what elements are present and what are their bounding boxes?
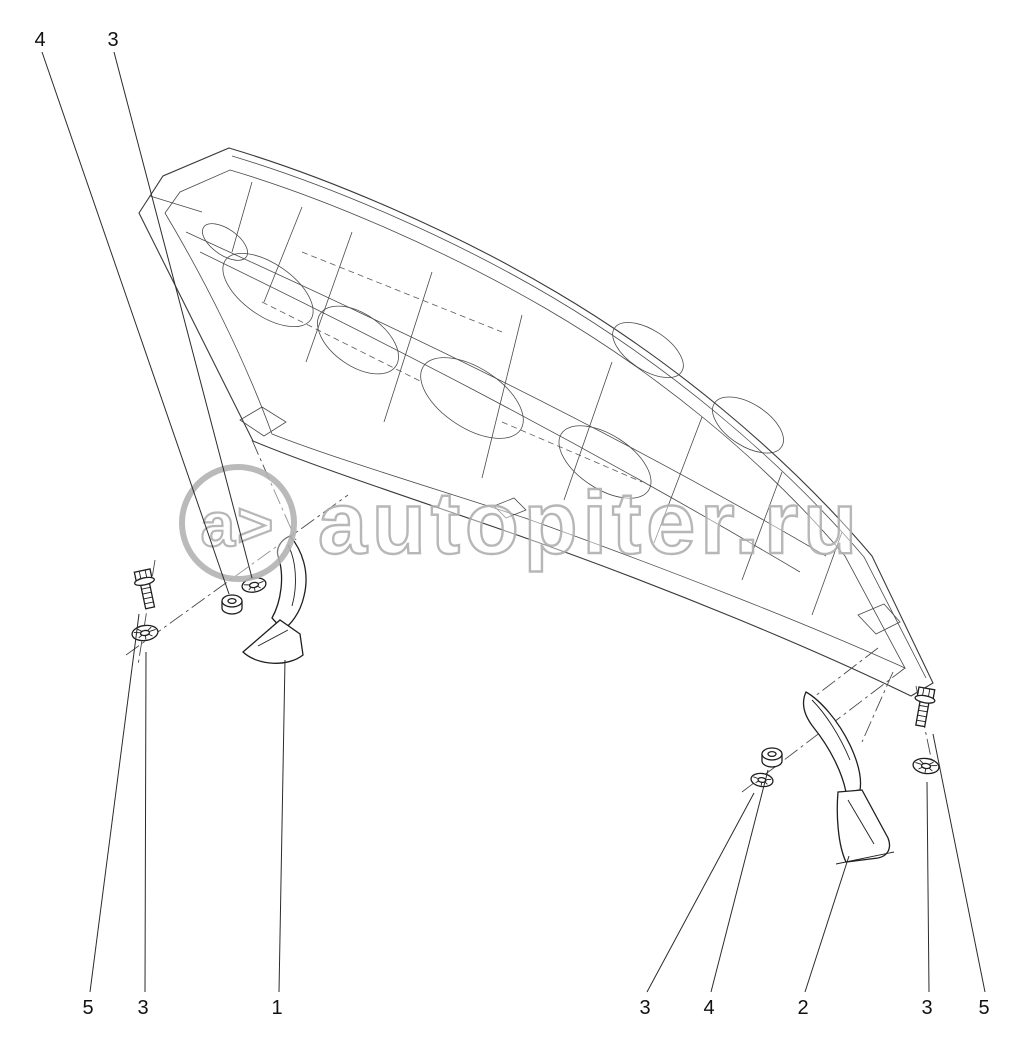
hinge-right	[802, 691, 895, 865]
callout-labels: 4 3 5 3 1 3 4 2 3 5	[34, 29, 989, 1019]
callout-label-5-right: 5	[978, 997, 989, 1019]
hood-hidden-lines	[261, 251, 643, 483]
watermark-logo-text: a>	[201, 491, 276, 560]
hood-drawing	[138, 147, 934, 697]
leader-line-4-top	[41, 51, 230, 595]
hood-reinforcement-plates	[239, 406, 901, 635]
hood-ribs	[149, 181, 843, 616]
leader-line-2	[804, 855, 850, 993]
nut-right	[761, 747, 783, 768]
callout-label-3-mid: 3	[639, 997, 650, 1019]
callout-label-2: 2	[797, 997, 808, 1019]
leader-lines	[41, 51, 986, 993]
nut-left	[221, 594, 243, 615]
callout-label-1: 1	[271, 997, 282, 1019]
callout-label-5-left: 5	[82, 997, 93, 1019]
washer-left-lower	[131, 624, 159, 642]
bolt-left	[133, 568, 156, 610]
leader-line-5-left	[89, 613, 140, 993]
washer-left-upper	[241, 577, 267, 593]
watermark-site-text: autopiter.ru	[318, 473, 862, 572]
leader-line-4-bottom	[710, 769, 769, 993]
leader-line-3-mid	[646, 792, 755, 993]
washer-right-lower	[750, 772, 774, 788]
leader-line-5-right	[932, 733, 986, 993]
callout-label-3-left: 3	[137, 997, 148, 1019]
callout-label-3-top: 3	[107, 29, 118, 51]
watermark: a> autopiter.ru	[179, 464, 862, 582]
callout-label-4-bottom: 4	[703, 997, 714, 1019]
bolt-right	[914, 686, 936, 728]
leader-line-3-right	[926, 781, 930, 993]
washer-right-upper	[912, 757, 940, 775]
callout-label-4-top: 4	[34, 29, 45, 51]
right-hinge-assembly	[750, 686, 940, 865]
leader-line-3-left	[144, 651, 147, 993]
hood-cutouts	[202, 223, 784, 499]
leader-line-1	[278, 659, 286, 993]
leader-line-3-top	[113, 51, 253, 579]
callout-label-3-right: 3	[921, 997, 932, 1019]
